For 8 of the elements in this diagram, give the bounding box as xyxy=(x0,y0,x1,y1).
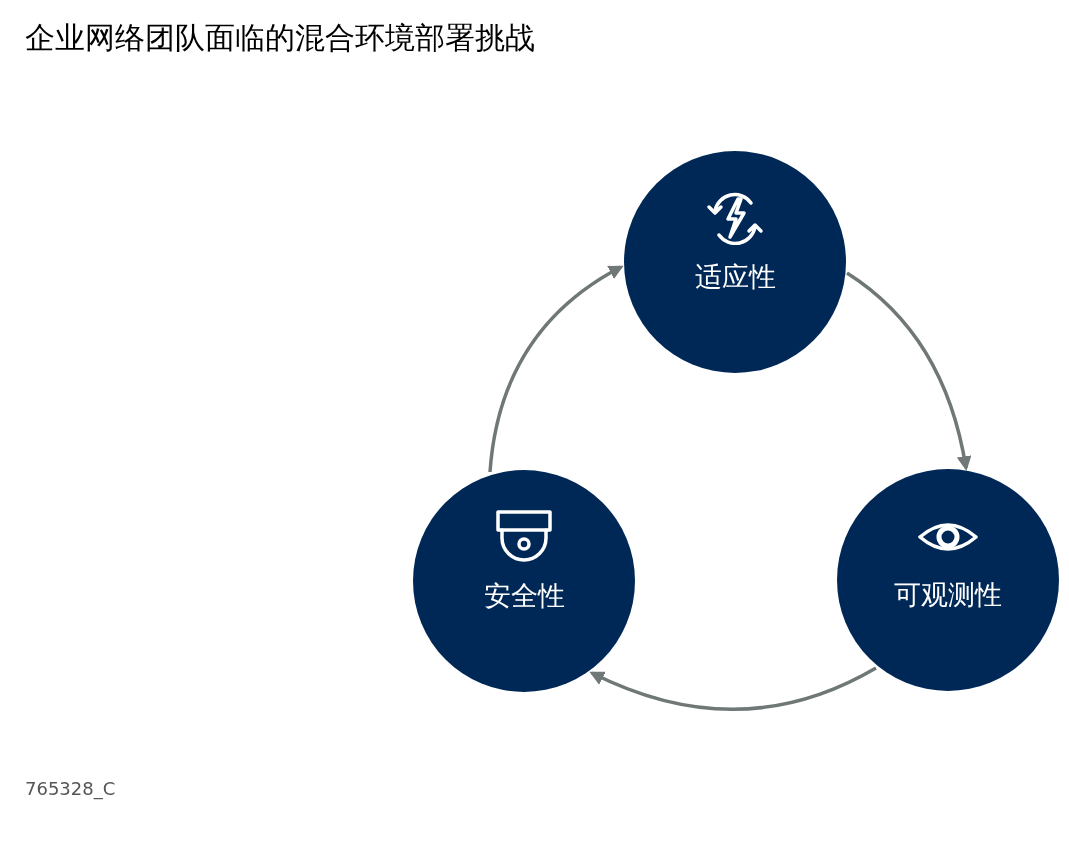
arrow xyxy=(488,265,624,473)
node-label: 安全性 xyxy=(482,579,566,613)
arrow xyxy=(589,666,877,711)
title: 企业网络团队面临的混合环境部署挑战 xyxy=(25,19,535,57)
code-label: 765328_C xyxy=(25,778,116,799)
node-label: 适应性 xyxy=(693,260,777,294)
arrow xyxy=(846,271,972,471)
node-label: 可观测性 xyxy=(893,578,1003,612)
